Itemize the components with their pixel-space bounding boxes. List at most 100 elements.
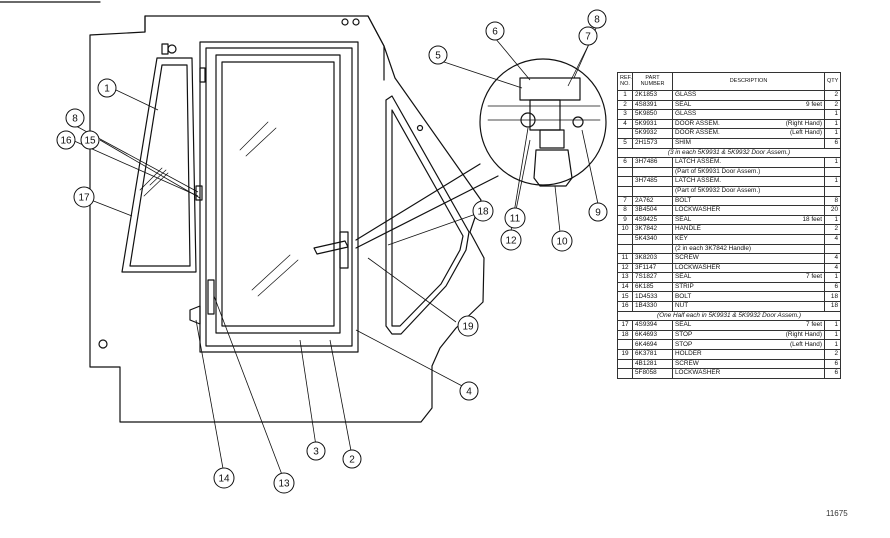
description-cell: SHIM [672, 137, 825, 149]
description-text: LOCKWASHER [675, 369, 721, 377]
description-cell: NUT [672, 301, 825, 312]
leader-line [115, 89, 159, 111]
description-text: SEAL [675, 100, 692, 108]
description-note: (Right Hand) [785, 119, 822, 127]
description-cell: HANDLE [672, 224, 825, 235]
ref-no-cell [617, 185, 633, 197]
description-text: SHIM [675, 139, 691, 147]
ref-no-cell [617, 166, 633, 178]
svg-text:7: 7 [585, 32, 591, 43]
callout-10: 10 [551, 230, 573, 252]
leader-line [581, 129, 599, 205]
svg-text:6: 6 [492, 27, 498, 38]
qty-cell: 4 [824, 233, 841, 245]
callout-3: 3 [306, 441, 326, 461]
part-number-cell: 5K9850 [632, 109, 673, 120]
hinge-strip [207, 279, 215, 315]
door-frame-inner [205, 47, 353, 347]
description-text: STOP [675, 330, 693, 338]
table-row: (One Half each in 5K9931 & 5K9932 Door A… [617, 310, 841, 322]
qty-cell [824, 243, 841, 255]
callout-11: 11 [504, 207, 526, 229]
qty-cell: 6 [824, 281, 841, 293]
ref-no-cell: 11 [617, 253, 633, 264]
part-number-cell [632, 243, 673, 255]
description-cell: GLASS [672, 90, 825, 101]
door-frame-outer [199, 41, 359, 353]
description-text: SEAL [675, 321, 692, 329]
part-number-cell: 4S9394 [632, 320, 673, 331]
description-cell: SCREW [672, 253, 825, 264]
description-text: LOCKWASHER [675, 206, 721, 214]
callout-1: 1 [97, 78, 117, 98]
cab-bolt [352, 18, 360, 26]
leader-line [387, 213, 477, 246]
svg-text:10: 10 [556, 237, 568, 248]
ref-no-cell: 2 [617, 99, 633, 111]
handle-mount [339, 231, 349, 269]
svg-text:5: 5 [435, 51, 441, 62]
part-number-cell: 7S1827 [632, 272, 673, 283]
part-number-header: PART NUMBER [632, 72, 673, 91]
part-number-cell: 6K4694 [632, 339, 673, 351]
description-text: (Part of 5K9931 Door Assem.) [675, 167, 761, 175]
description-text: SCREW [675, 359, 699, 367]
ref-no-cell [617, 233, 633, 245]
part-number-cell: 4S8391 [632, 99, 673, 111]
part-number-cell: 5K9932 [632, 128, 673, 139]
description-cell: (2 in each 3K7842 Handle) [672, 243, 825, 255]
description-note: 7 feet [806, 273, 822, 281]
left-glass-reflection-line [149, 169, 167, 186]
qty-cell: 18 [824, 301, 841, 312]
qty-cell [824, 185, 841, 197]
latch-washer [572, 116, 584, 128]
qty-cell [824, 166, 841, 178]
svg-text:13: 13 [278, 479, 290, 490]
parts-table-header: REF. NO. PART NUMBER DESCRIPTION QTY [617, 72, 841, 91]
part-number-cell: 5K4340 [632, 233, 673, 245]
description-text: GLASS [675, 91, 697, 99]
qty-cell: 4 [824, 253, 841, 264]
svg-text:12: 12 [505, 236, 517, 247]
rear-window-glass [391, 109, 464, 327]
description-text: (Part of 5K9932 Door Assem.) [675, 187, 761, 195]
description-text: LOCKWASHER [675, 263, 721, 271]
door-glass-reflection-line [257, 259, 299, 297]
ref-no-cell: 19 [617, 349, 633, 360]
description-text: BOLT [675, 196, 692, 204]
part-number-cell: 5F8058 [632, 368, 673, 379]
description-text: GLASS [675, 110, 697, 118]
description-note: (Right Hand) [785, 330, 822, 338]
qty-cell: 1 [824, 176, 841, 187]
description-text: (2 in each 3K7842 Handle) [675, 244, 752, 252]
door-glass-reflection-line [245, 127, 277, 157]
description-cell: LOCKWASHER [672, 205, 825, 216]
description-text: DOOR ASSEM. [675, 119, 720, 127]
table-row: (Part of 5K9931 Door Assem.) [617, 166, 841, 178]
cab-bolt [416, 124, 424, 132]
part-number-cell: 1D4533 [632, 291, 673, 303]
qty-cell: 2 [824, 99, 841, 111]
ref-no-cell: 10 [617, 224, 633, 235]
part-number-cell [632, 166, 673, 178]
leader-line [90, 199, 133, 217]
part-number-cell: 4S9425 [632, 214, 673, 226]
part-number-cell [632, 185, 673, 197]
table-note: (3 in each 5K9931 & 5K9932 Door Assem.) [617, 147, 841, 159]
description-cell: STOP (Right Hand) [672, 329, 825, 341]
part-number-cell: 3H7486 [632, 157, 673, 168]
table-note: (One Half each in 5K9931 & 5K9932 Door A… [617, 310, 841, 322]
